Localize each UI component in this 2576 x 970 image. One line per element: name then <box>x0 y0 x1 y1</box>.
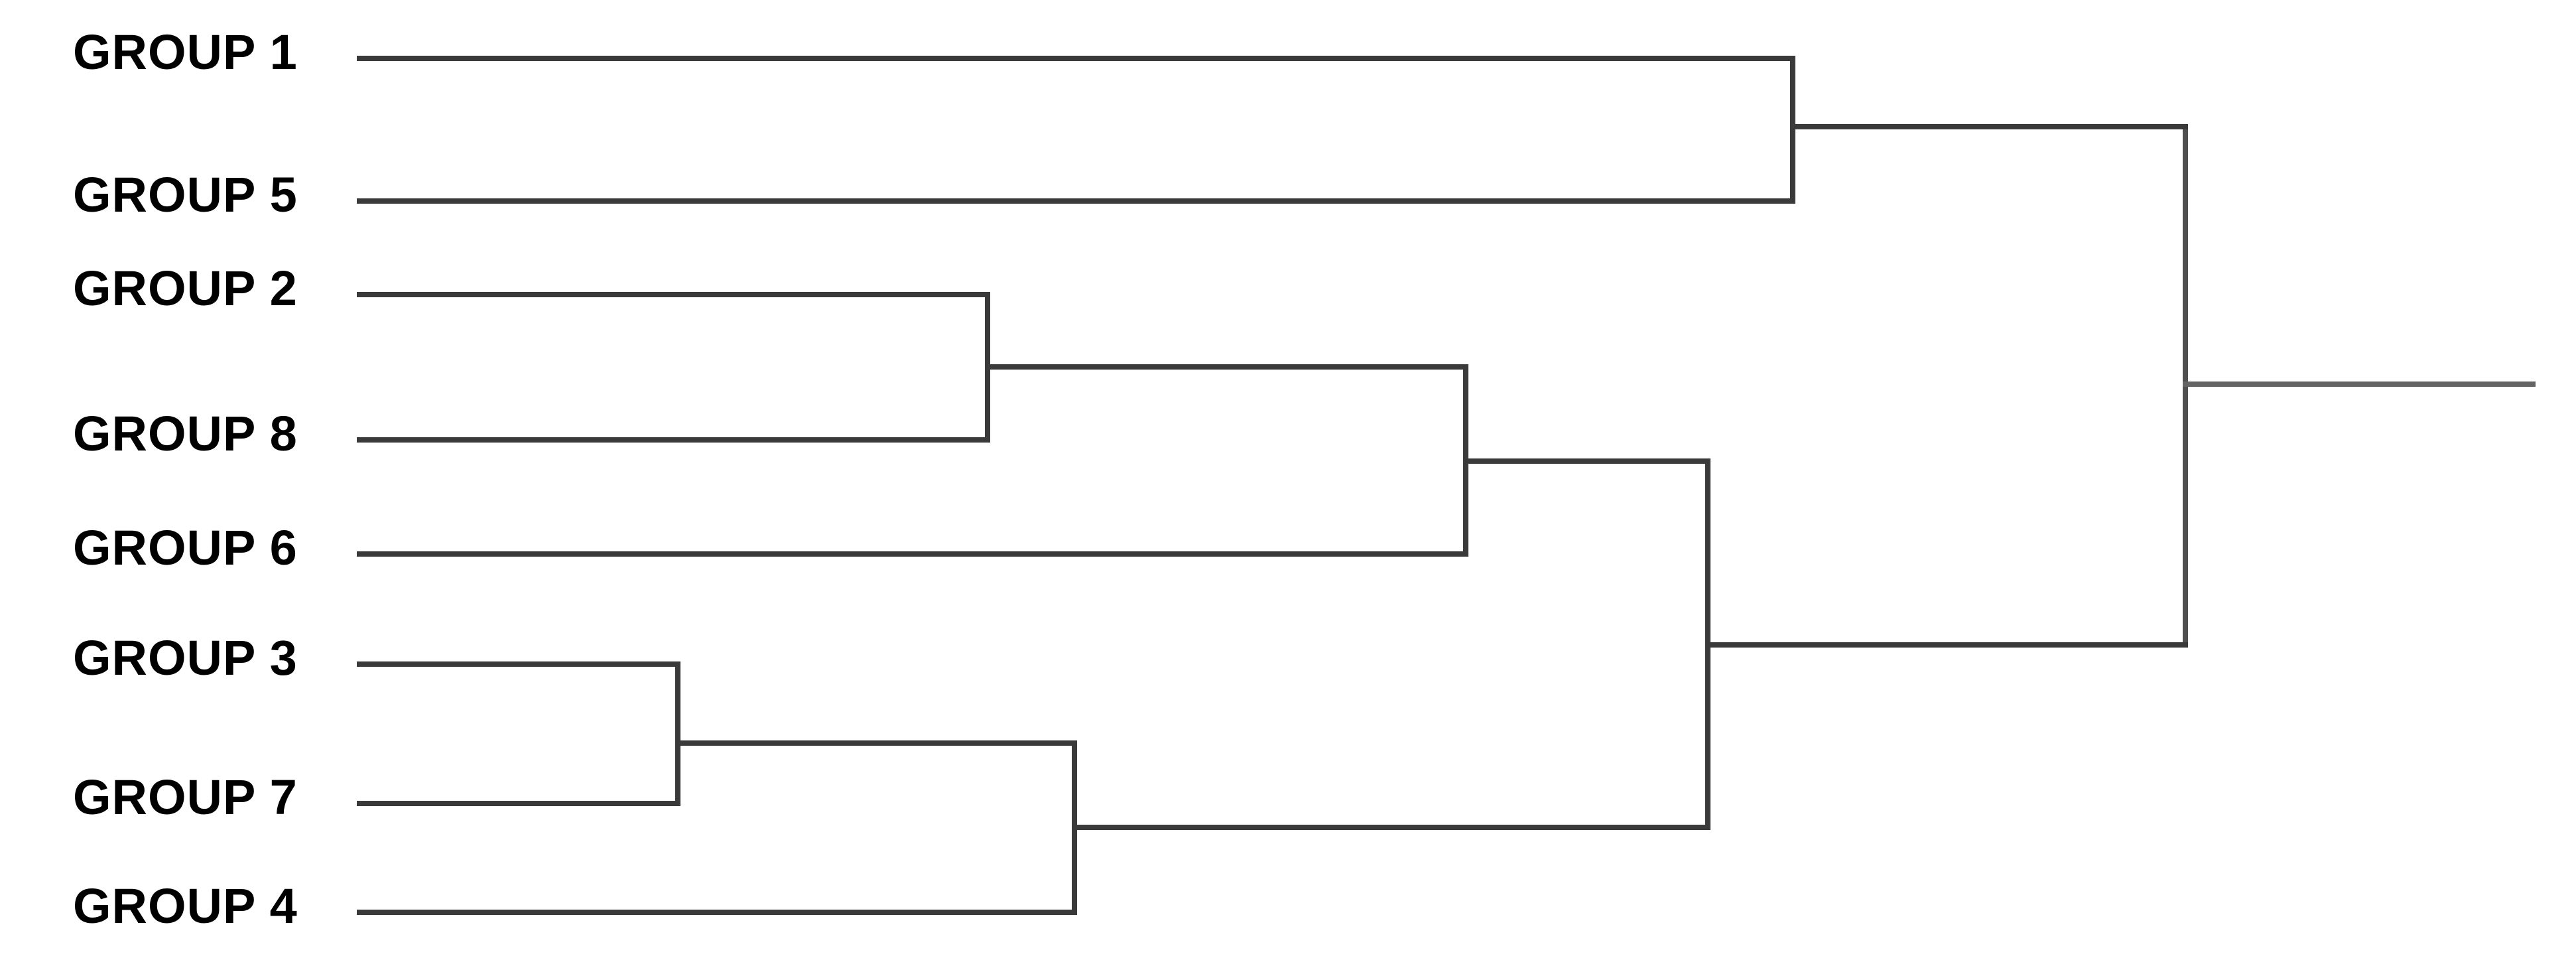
leaf-label-group-5: GROUP 5 <box>73 167 298 222</box>
leaf-line-group-6 <box>357 551 1468 557</box>
leaf-label-group-1: GROUP 1 <box>73 25 298 80</box>
leaf-line-group-4 <box>357 910 1077 915</box>
connector-cluster-to-root <box>1705 642 2188 648</box>
leaf-label-group-7: GROUP 7 <box>73 770 298 825</box>
leaf-label-group-8: GROUP 8 <box>73 406 298 461</box>
connector-mid-to-joint <box>1463 458 1710 464</box>
connector-low-to-joint <box>1072 825 1710 830</box>
leaf-label-group-2: GROUP 2 <box>73 261 298 316</box>
leaf-line-group-1 <box>357 56 1795 61</box>
leaf-line-group-2 <box>357 292 990 297</box>
leaf-line-group-3 <box>357 661 680 667</box>
leaf-line-group-5 <box>357 198 1795 204</box>
leaf-label-group-3: GROUP 3 <box>73 630 298 685</box>
leaf-label-group-4: GROUP 4 <box>73 878 298 934</box>
leaf-line-group-8 <box>357 437 990 443</box>
connector-g3g7-to-g4 <box>675 740 1077 746</box>
connector-g1g5-to-root <box>1790 124 2188 129</box>
leaf-label-group-6: GROUP 6 <box>73 520 298 575</box>
connector-g2g8-to-g6 <box>985 364 1468 370</box>
root-output-line <box>2183 381 2536 387</box>
vertical-join-g3-g7 <box>675 661 680 806</box>
vertical-join-g1-g5 <box>1790 56 1795 204</box>
leaf-line-group-7 <box>357 801 680 806</box>
